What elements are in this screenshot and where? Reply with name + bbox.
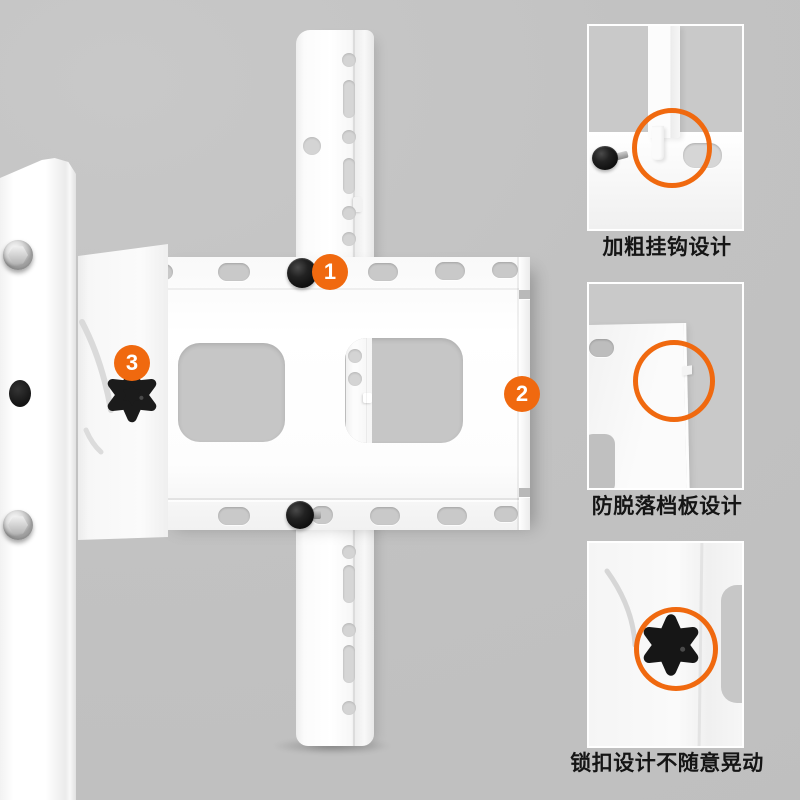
rail-hole [342,206,356,220]
plate-fold-highlight [155,500,530,502]
rail-hole [342,623,356,637]
mounting-slot [218,263,250,281]
rail-fold-edge [366,338,367,443]
anti-slip-hook [353,197,362,212]
mounting-slot [370,507,400,525]
rail-hole [342,545,356,559]
inset2-cutout [589,434,615,488]
plate-fold-line [155,288,530,290]
detail-inset-1 [587,24,744,231]
hex-bolt-head [8,516,28,534]
cable-hole [9,380,31,407]
mounting-slot [437,507,467,525]
star-knob-icon [100,363,164,427]
detail-inset-3 [587,541,744,748]
flange-notch [519,488,530,497]
callout-badge-1-label: 1 [323,259,337,284]
plate-fold-line [155,498,530,500]
highlight-circle-icon [632,108,712,188]
highlight-circle-icon [634,607,718,691]
wall-plate [155,257,530,530]
callout-badge-1: 1 [312,254,348,290]
rail-hole [342,701,356,715]
plate-cutout-right [345,338,463,443]
callout-badge-3: 3 [114,345,150,381]
rail-hole [303,137,321,155]
inset-caption-3: 锁扣设计不随意晃动 [570,752,764,775]
mounting-slot [492,262,518,278]
mounting-slot [494,506,518,522]
callout-badge-2-label: 2 [515,381,529,406]
mounting-slot [368,263,398,281]
tilt-arm-bracket [78,244,168,540]
inset-caption-2: 防脱落档板设计 [591,495,743,518]
rail-slot [343,565,355,603]
locking-knob-bottom [286,501,314,529]
knob-axle [313,510,321,519]
rail-hole [348,349,362,363]
mounting-slot [435,262,465,280]
callout-badge-3-label: 3 [125,350,139,375]
rail-slot [343,158,355,194]
highlight-circle-icon [633,340,715,422]
mounting-slot [218,507,250,525]
hex-bolt-head [8,246,28,264]
rail-hole [342,53,356,67]
hex-bolt [3,240,33,270]
flange-notch [519,290,530,299]
inset-caption-1: 加粗挂钩设计 [602,236,732,259]
inset1-knob [592,146,618,170]
anti-slip-hook [363,393,372,403]
detail-inset-2 [587,282,744,490]
callout-badge-2: 2 [504,376,540,412]
plate-cutout-left [178,343,285,442]
floor-stand-pole [0,158,76,800]
rail-hole [342,232,356,246]
rail-hole [348,372,362,386]
rail-slot [343,80,355,118]
tilt-slot-arc [78,304,128,484]
inset2-slot [589,339,614,357]
rail-slot [343,645,355,683]
hex-bolt [3,510,33,540]
inset3-slot [721,585,742,703]
rail-hole [342,130,356,144]
rail-through-cutout [346,338,372,443]
